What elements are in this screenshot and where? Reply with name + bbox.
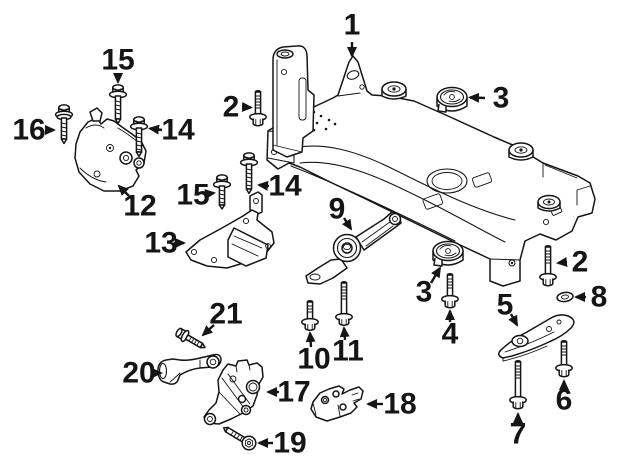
subframe-crossmember-art	[266, 45, 596, 287]
bolt-14-lower-art	[239, 152, 259, 195]
callout-label[interactable]: 10	[297, 343, 330, 376]
callout-13[interactable]: 13	[144, 227, 186, 260]
callout-2-right[interactable]: 2	[556, 246, 589, 279]
callout-label[interactable]: 3	[493, 82, 510, 115]
mount-bushing-lower-art	[432, 240, 464, 267]
engine-mount-art	[74, 107, 147, 192]
callout-arrow	[305, 331, 316, 348]
callout-19[interactable]: 19	[257, 427, 307, 460]
callout-arrow	[117, 184, 130, 197]
callout-12[interactable]: 12	[117, 184, 157, 223]
callout-label[interactable]: 15	[176, 179, 209, 212]
washer-art	[556, 291, 574, 303]
callout-2-left[interactable]: 2	[223, 91, 253, 124]
callout-label[interactable]: 13	[144, 227, 177, 260]
callout-label[interactable]: 12	[123, 190, 156, 223]
bolt-15-lower-art	[212, 174, 232, 210]
callout-3-lower[interactable]: 3	[416, 266, 442, 309]
callout-label[interactable]: 3	[416, 276, 433, 309]
callout-arrow	[201, 324, 215, 337]
mount-bushing-upper-art	[436, 86, 468, 113]
callout-20[interactable]: 20	[122, 357, 163, 390]
bolt-19-art	[222, 426, 257, 451]
support-bracket-art	[498, 314, 575, 362]
callout-arrow	[339, 326, 350, 341]
callout-14-upper[interactable]: 14	[148, 114, 195, 147]
stopper-bracket-art	[310, 385, 364, 422]
bolt-4-art	[441, 272, 459, 309]
callout-15-lower[interactable]: 15	[176, 179, 216, 212]
callout-label[interactable]: 14	[268, 170, 302, 203]
callout-arrow	[556, 257, 568, 267]
callout-arrow	[257, 180, 270, 191]
bolt-11-art	[335, 280, 353, 326]
callout-7[interactable]: 7	[510, 412, 527, 451]
callout-label[interactable]: 11	[332, 335, 364, 368]
callout-label[interactable]: 20	[122, 357, 155, 390]
callout-label[interactable]: 17	[277, 376, 310, 409]
bolt-21-art	[175, 327, 206, 349]
callout-label[interactable]: 1	[344, 9, 361, 42]
callout-arrow	[148, 124, 163, 135]
callout-label[interactable]: 8	[591, 281, 608, 314]
callout-6[interactable]: 6	[556, 379, 573, 417]
callout-label[interactable]: 21	[209, 298, 242, 331]
callout-label[interactable]: 2	[223, 91, 240, 124]
callout-label[interactable]: 15	[101, 44, 134, 77]
bolt-10-art	[301, 299, 319, 331]
callout-15-upper[interactable]: 15	[101, 44, 135, 84]
callout-21[interactable]: 21	[201, 298, 243, 337]
bolt-7-art	[509, 359, 527, 410]
callout-18[interactable]: 18	[366, 388, 417, 421]
callout-label[interactable]: 19	[273, 427, 306, 460]
callout-16[interactable]: 16	[12, 114, 56, 147]
callout-label[interactable]: 9	[329, 193, 346, 226]
callout-8[interactable]: 8	[574, 281, 608, 314]
bolt-6-art	[555, 339, 573, 378]
callout-5[interactable]: 5	[497, 289, 519, 327]
torque-arm-mount-art	[305, 211, 402, 285]
mount-support-bracket-art	[203, 359, 264, 426]
callout-4[interactable]: 4	[442, 309, 459, 351]
callout-10[interactable]: 10	[297, 331, 331, 376]
callout-11[interactable]: 11	[332, 326, 364, 368]
callout-9[interactable]: 9	[329, 193, 353, 231]
transmission-mount-art	[185, 191, 275, 269]
callout-label[interactable]: 5	[497, 289, 514, 322]
callout-label[interactable]: 18	[383, 388, 416, 421]
callout-14-lower[interactable]: 14	[257, 170, 302, 203]
bolt-14-upper-art	[129, 116, 149, 158]
callout-arrow	[341, 217, 353, 231]
callout-label[interactable]: 6	[556, 384, 573, 417]
bolt-16-art	[54, 104, 74, 145]
callout-label[interactable]: 7	[510, 418, 527, 451]
callout-arrow	[204, 189, 216, 200]
callout-label[interactable]: 14	[161, 114, 195, 147]
callout-arrow	[468, 92, 486, 103]
callout-1[interactable]: 1	[344, 9, 361, 58]
callout-arrow	[429, 266, 442, 284]
callout-arrow	[241, 102, 253, 112]
bolt-2-right-art	[539, 244, 557, 287]
bolt-15-upper-art	[108, 84, 128, 125]
callout-label[interactable]: 4	[442, 318, 459, 351]
callout-3-upper[interactable]: 3	[468, 82, 510, 115]
callout-label[interactable]: 2	[572, 246, 589, 279]
callout-label[interactable]: 16	[12, 114, 45, 147]
callout-arrow	[508, 313, 519, 327]
bolt-2-left-art	[249, 89, 267, 127]
callout-17[interactable]: 17	[266, 376, 311, 409]
